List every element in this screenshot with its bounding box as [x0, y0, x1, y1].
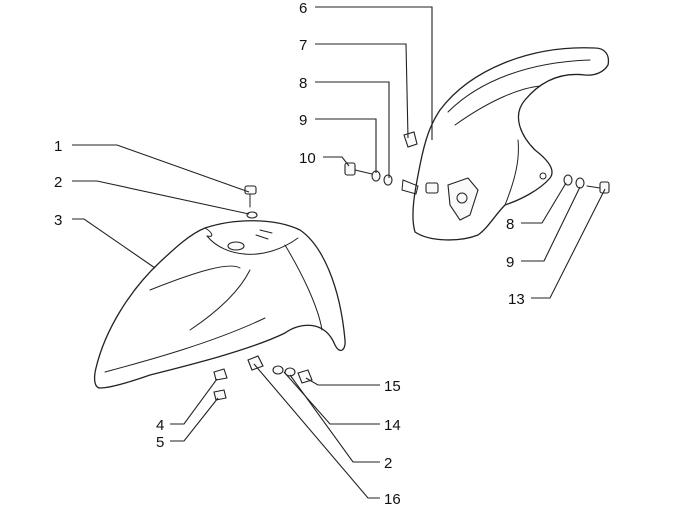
- leader-6: [315, 6, 433, 140]
- callout-14: 14: [384, 417, 401, 434]
- callout-8-right: 8: [506, 216, 514, 233]
- leader-13: [531, 188, 606, 299]
- leader-2-top: [72, 180, 250, 215]
- rear-mudguard: [401, 47, 610, 241]
- callout-2: 2: [54, 174, 62, 191]
- leader-5: [170, 397, 219, 442]
- callout-4: 4: [156, 417, 164, 434]
- callout-2-bottom: 2: [384, 455, 392, 472]
- callout-7: 7: [299, 37, 307, 54]
- leader-7: [315, 43, 409, 139]
- leader-14: [283, 371, 380, 425]
- leader-9-left: [315, 118, 377, 173]
- leader-2-bottom: [289, 374, 380, 463]
- callout-13: 13: [508, 291, 525, 308]
- leader-8-right: [521, 182, 567, 224]
- leader-1: [72, 144, 250, 193]
- callout-9: 9: [299, 112, 307, 129]
- leader-15: [305, 377, 380, 386]
- leader-9-right: [521, 186, 581, 262]
- callout-1: 1: [54, 138, 62, 155]
- leader-10: [323, 156, 350, 167]
- leader-lines: [72, 6, 606, 499]
- callout-8: 8: [299, 75, 307, 92]
- callout-labels: 1 2 3 4 5 6 7 8 9 10 8 9 13 15 14 2 16: [54, 0, 525, 505]
- leader-8-left: [315, 81, 390, 178]
- callout-5: 5: [156, 434, 164, 451]
- callout-9-right: 9: [506, 254, 514, 271]
- callout-16: 16: [384, 491, 401, 505]
- callout-6: 6: [299, 0, 307, 17]
- front-mudguard: [93, 220, 346, 389]
- leader-4: [170, 378, 218, 425]
- leader-3: [72, 218, 156, 269]
- leader-16: [253, 363, 380, 499]
- callout-3: 3: [54, 212, 62, 229]
- callout-10: 10: [299, 150, 316, 167]
- callout-15: 15: [384, 378, 401, 395]
- hardware: [213, 131, 610, 401]
